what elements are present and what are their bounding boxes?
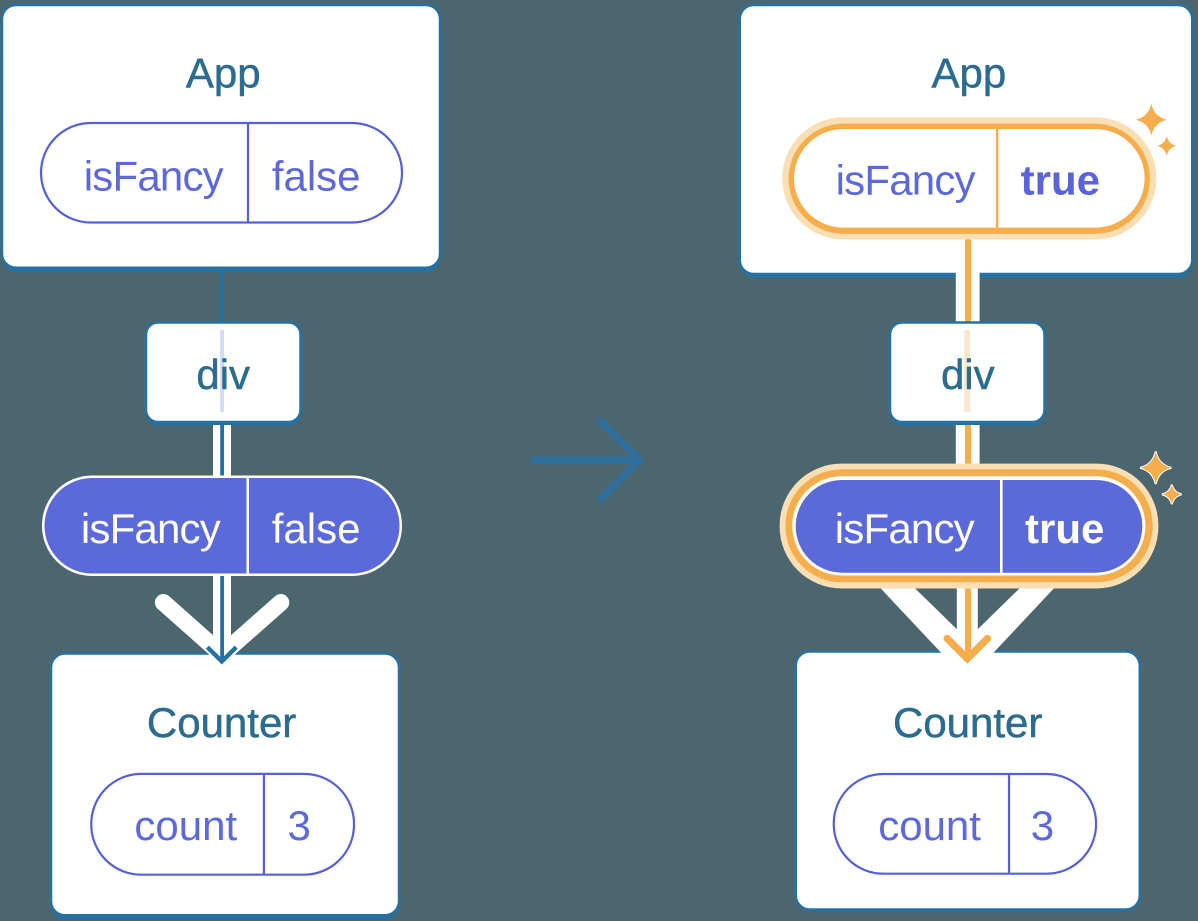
svg-text:false: false [272,505,361,552]
svg-text:div: div [941,351,995,398]
svg-text:true: true [1025,505,1104,552]
svg-text:true: true [1021,157,1100,204]
svg-text:isFancy: isFancy [81,505,221,552]
svg-text:div: div [196,351,250,398]
svg-text:isFancy: isFancy [84,152,224,199]
svg-text:App: App [932,50,1007,97]
svg-text:3: 3 [288,802,311,849]
svg-text:Counter: Counter [893,699,1042,746]
svg-text:App: App [186,50,261,97]
svg-text:isFancy: isFancy [836,157,976,204]
svg-text:false: false [272,152,361,199]
svg-text:3: 3 [1031,802,1054,849]
svg-text:count: count [134,802,237,849]
svg-text:count: count [878,802,981,849]
svg-text:isFancy: isFancy [835,505,975,552]
svg-text:Counter: Counter [147,699,296,746]
